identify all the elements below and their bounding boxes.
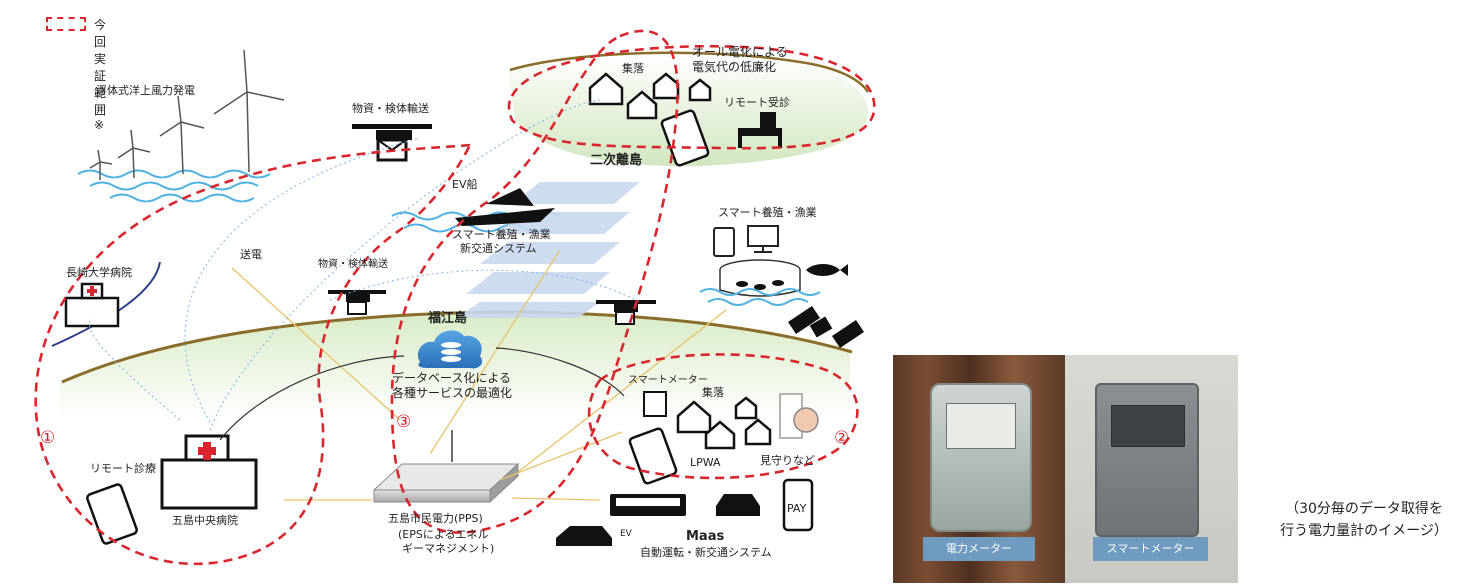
fish-pen-icon <box>699 259 821 306</box>
diagram-svg <box>34 29 876 566</box>
label-pay: PAY <box>787 502 807 515</box>
label-village: 集落 <box>622 62 644 75</box>
legend-label: 今回実証範囲※ <box>94 18 107 132</box>
legend-dashed-box <box>46 17 86 31</box>
smart-meter-icon <box>643 391 667 417</box>
nagasaki-coast <box>51 261 161 347</box>
label-eps-2: ギーマネジメント) <box>402 542 495 555</box>
zone-3-number: ③ <box>396 412 412 432</box>
zone-1-outline <box>34 143 472 566</box>
label-remote-care: リモート診療 <box>90 462 156 475</box>
label-all-electric-2: 電気代の低廉化 <box>692 60 777 74</box>
fish-icon <box>806 264 848 276</box>
wind-sea <box>77 169 271 203</box>
label-pps: 五島市民電力(PPS) <box>388 512 483 525</box>
label-smart-aqua: スマート養殖・漁業 <box>718 206 817 219</box>
zone-secondary-outline <box>507 45 876 150</box>
houses-secondary <box>588 72 712 120</box>
label-maas-sub: 自動運転・新交通システム <box>640 546 772 559</box>
ev-boat-icon <box>455 188 555 226</box>
zone-3-outline <box>390 29 679 534</box>
label-maas: Maas <box>686 529 725 544</box>
label-secondary-island: 二次離島 <box>590 153 643 168</box>
zone-2-number: ② <box>834 428 850 448</box>
power-meter-image <box>930 383 1032 532</box>
houses-main <box>676 396 772 450</box>
photo-caption: （30分毎のデータ取得を 行う電力量計のイメージ） <box>1246 498 1482 542</box>
label-drone-top: 物資・検体輸送 <box>352 102 429 115</box>
dotted-lines <box>88 99 641 431</box>
label-transmission: 送電 <box>240 248 262 261</box>
label-village2: 集落 <box>702 386 724 399</box>
label-aqua-route-1: スマート養殖・漁業 <box>452 228 551 241</box>
tablet-icon <box>713 227 735 257</box>
database-cloud-icon <box>417 330 483 369</box>
caption-line-1: （30分毎のデータ取得を <box>1285 501 1443 517</box>
label-aqua-route-2: 新交通システム <box>460 242 537 255</box>
pps-box-icon <box>372 462 520 504</box>
label-goto-hospital: 五島中央病院 <box>172 514 238 527</box>
monitor-icon <box>747 225 779 247</box>
phone-care-icon <box>86 483 138 545</box>
smart-meter-image <box>1095 383 1199 537</box>
label-eps-1: (EPSによるエネル <box>398 528 489 541</box>
label-wind: 浮体式洋上風力発電 <box>96 84 195 97</box>
taxi-icon <box>716 494 760 516</box>
label-smart-meter: スマートメーター <box>628 375 708 386</box>
label-watch: 見守りなど <box>760 454 815 467</box>
label-drone-mid: 物資・検体輸送 <box>318 259 388 270</box>
nagasaki-hospital-icon <box>64 282 120 328</box>
meter-left-label: 電力メーター <box>923 537 1035 561</box>
label-ev: EV <box>620 529 632 539</box>
dashed-zones <box>34 29 876 566</box>
meter-photo: 電力メーター スマートメーター <box>893 355 1238 583</box>
photo-left-wood: 電力メーター <box>893 355 1065 583</box>
arrows <box>231 249 727 501</box>
label-remote-consult: リモート受診 <box>724 96 790 109</box>
label-fukue: 福江島 <box>428 311 468 326</box>
pay-phone-icon <box>782 478 814 532</box>
label-lpwa: LPWA <box>690 456 721 469</box>
label-database-2: 各種サービスの最適化 <box>392 386 513 400</box>
satellite-icon <box>788 306 864 348</box>
bed-icon <box>738 112 782 148</box>
caption-line-2: 行う電力量計のイメージ） <box>1280 523 1448 539</box>
meter-right-label: スマートメーター <box>1093 537 1208 561</box>
drone-mid-icon <box>328 290 386 315</box>
wind-turbines <box>89 49 285 180</box>
phone-main-icon <box>628 427 678 485</box>
label-database-1: データベース化による <box>392 371 512 385</box>
bus-icon <box>610 494 686 516</box>
label-all-electric-1: オール電化による <box>692 45 788 59</box>
ev-car-icon <box>556 526 612 546</box>
zone-1-number: ① <box>40 428 56 448</box>
elder-icon <box>793 407 819 433</box>
label-nagasaki: 長崎大学病院 <box>66 266 132 279</box>
secondary-island-ridge <box>509 51 870 93</box>
label-ev-boat: EV船 <box>452 178 478 191</box>
